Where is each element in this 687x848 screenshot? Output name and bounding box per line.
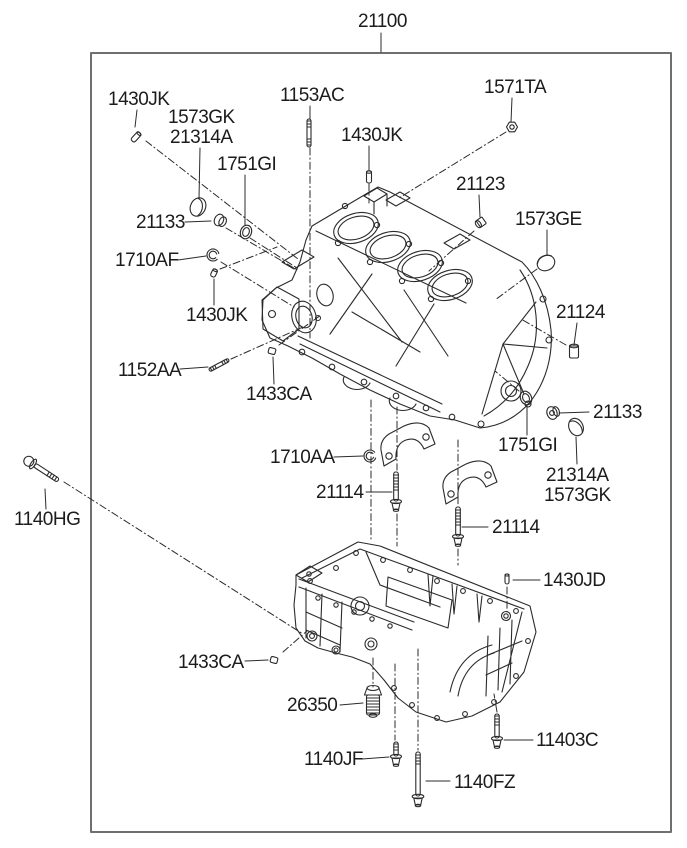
dowel-pin-icon (210, 268, 218, 277)
part-label-21314a-3[interactable]: 21314A (170, 127, 233, 148)
cylinder-bores (330, 207, 477, 306)
part-label-1751gi-18[interactable]: 1751GI (498, 435, 558, 456)
part-label-1433ca-25[interactable]: 1433CA (178, 652, 244, 673)
part-label-1573gk-20[interactable]: 1573GK (544, 485, 611, 506)
plug-icon (212, 213, 228, 229)
dowel-pin-icon (505, 574, 509, 584)
part-label-1140jf-28[interactable]: 1140JF (304, 749, 363, 770)
part-label-1430jk-1[interactable]: 1430JK (108, 89, 170, 110)
nut-icon (507, 122, 518, 132)
stud-bolt-icon (307, 119, 311, 147)
part-label-21124-13[interactable]: 21124 (556, 302, 605, 323)
bolt-icon (22, 454, 62, 485)
part-label-21114-21[interactable]: 21114 (316, 482, 364, 503)
sealing-cap-icon (535, 252, 558, 273)
part-label-1140hg-23[interactable]: 1140HG (14, 509, 81, 530)
oil-drain-plug-icon (365, 686, 382, 718)
part-label-21133-10[interactable]: 21133 (136, 212, 185, 233)
oil-pan-drawing (294, 542, 536, 722)
part-label-21100-0[interactable]: 21100 (358, 11, 407, 32)
part-label-21133-16[interactable]: 21133 (593, 402, 642, 423)
part-label-1430jd-24[interactable]: 1430JD (543, 570, 606, 591)
pan-flange-holes (308, 551, 531, 721)
part-label-1140fz-29[interactable]: 1140FZ (454, 772, 516, 793)
dowel-icon (268, 347, 276, 355)
oring-icon (518, 389, 534, 406)
dowel-icon (270, 656, 278, 664)
part-label-1573gk-2[interactable]: 1573GK (168, 107, 235, 128)
part-label-1433ca-15[interactable]: 1433CA (246, 384, 312, 405)
part-label-26350-26[interactable]: 26350 (287, 695, 338, 716)
part-label-1710af-11[interactable]: 1710AF (115, 250, 179, 271)
part-label-1751gi-4[interactable]: 1751GI (217, 154, 277, 175)
part-label-1152aa-14[interactable]: 1152AA (118, 360, 182, 381)
snap-ring-icon (206, 248, 220, 262)
part-label-21314a-19[interactable]: 21314A (546, 465, 609, 486)
part-label-1571ta-7[interactable]: 1571TA (484, 77, 547, 98)
bearing-cap-drawing (380, 422, 498, 505)
bolt-icon (412, 752, 424, 807)
part-label-11403c-27[interactable]: 11403C (536, 730, 599, 751)
bolt-icon (492, 714, 503, 748)
part-label-1573ge-9[interactable]: 1573GE (515, 209, 582, 230)
part-label-1430jk-12[interactable]: 1430JK (186, 305, 248, 326)
part-label-21123-8[interactable]: 21123 (456, 174, 505, 195)
sealing-cap-icon (187, 195, 209, 219)
dowel-pin-icon (130, 131, 141, 143)
dowel-pin-icon (367, 171, 372, 183)
part-label-21114-22[interactable]: 21114 (492, 517, 540, 538)
part-label-1710aa-17[interactable]: 1710AA (270, 447, 335, 468)
plug-icon (545, 404, 561, 420)
assembly-center-lines (64, 132, 566, 750)
diagram-border (91, 53, 671, 832)
cylinder-block-drawing (262, 187, 552, 428)
leader-lines (45, 33, 589, 781)
sealing-cap-icon (566, 416, 586, 438)
bolt-icon (391, 742, 402, 766)
screw-plug-icon (474, 217, 486, 229)
part-label-1430jk-6[interactable]: 1430JK (341, 125, 403, 146)
part-label-1153ac-5[interactable]: 1153AC (280, 85, 345, 106)
stud-bolt-icon (208, 358, 229, 372)
